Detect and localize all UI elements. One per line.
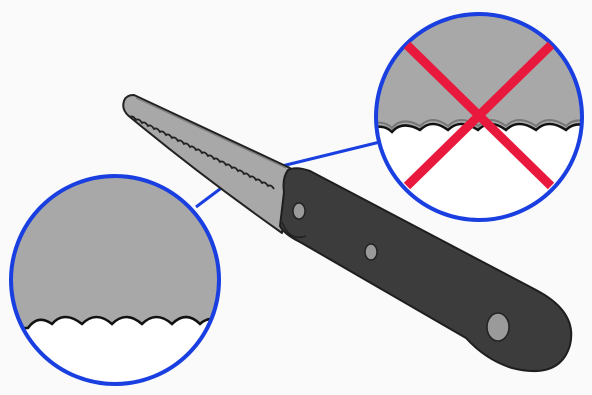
handle-rivet-1 <box>293 203 305 219</box>
handle-rivet-3 <box>487 313 509 341</box>
handle-rivet-2 <box>365 244 377 260</box>
